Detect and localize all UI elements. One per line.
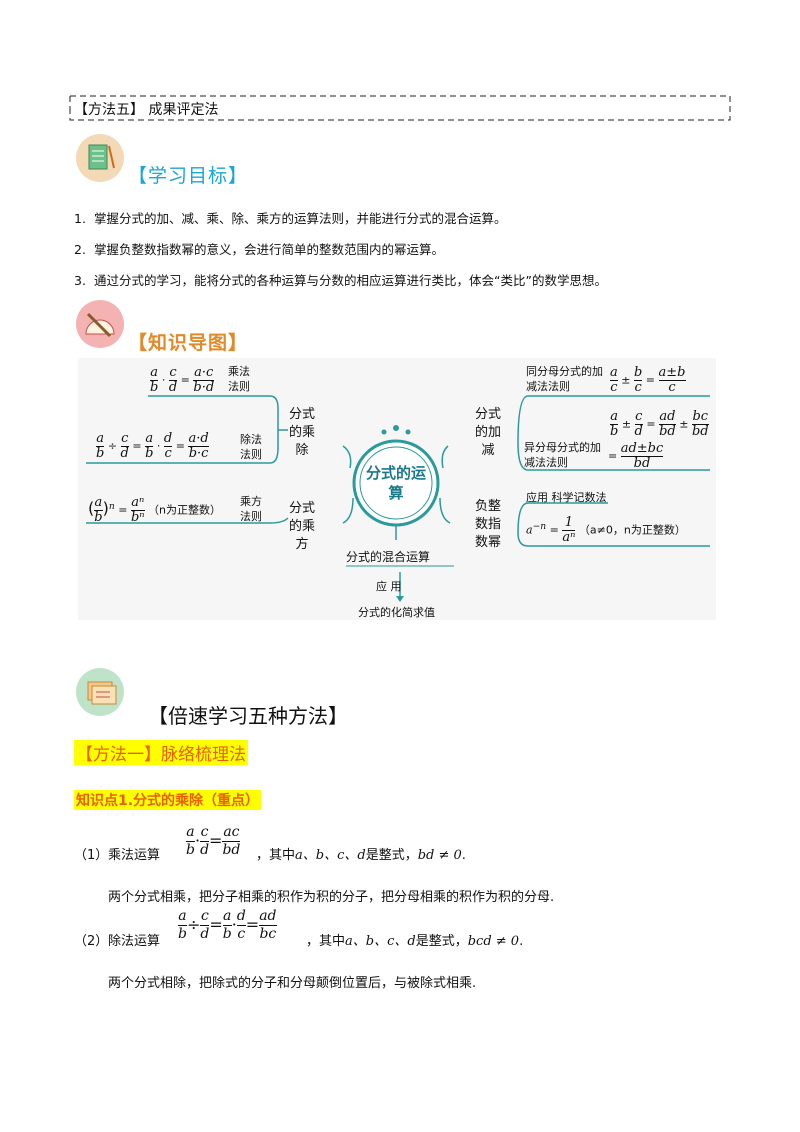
mixed-operations: 分式的混合运算 — [346, 550, 431, 564]
center-topic: 分式的运算 — [366, 464, 427, 502]
item-description: 两个分式相乘，把分子相乘的积作为积的分子，把分母相乘的积作为积的分母. — [108, 890, 555, 905]
item-description: 两个分式相除，把除式的分子和分母颠倒位置后，与被除式相乘. — [108, 976, 477, 991]
documents-icon — [87, 681, 117, 705]
method-one-heading: 【方法一】脉络梳理法 — [74, 740, 248, 765]
method-header-title: 【方法五】 成果评定法 — [74, 102, 219, 118]
apply-sci-notation: 应用 科学记数法 — [526, 491, 607, 504]
goal-item: 3.通过分式的学习，能将分式的各种运算与分数的相应运算进行类比，体会“类比”的数… — [74, 273, 607, 288]
knowledge-point-heading: 知识点1.分式的乘除（重点） — [74, 790, 262, 810]
branch-power: 分式的乘方 — [288, 501, 315, 552]
mindmap-lines — [86, 395, 710, 602]
goals-section-title: 【学习目标】 — [128, 165, 249, 187]
dashed-frame — [69, 95, 731, 121]
protractor-icon — [85, 312, 115, 338]
item-num: （1） — [74, 848, 109, 863]
ruler-protractor-icon — [76, 300, 124, 348]
item-label: 除法运算 — [108, 934, 161, 949]
item-label: 乘法运算 — [108, 848, 161, 863]
same-denom-rule: 同分母分式的加减法法则 — [526, 365, 603, 393]
method-header-box — [68, 94, 732, 122]
folder-icon — [76, 668, 124, 716]
branch-add-sub: 分式的加减 — [474, 407, 501, 458]
branch-neg-exponent: 负整数指数幂 — [474, 499, 501, 550]
branch-mul-div: 分式的乘除 — [288, 407, 315, 458]
map-section-title: 【知识导图】 — [128, 332, 249, 354]
goal-item: 1.掌握分式的加、减、乘、除、乘方的运算法则，并能进行分式的混合运算。 — [74, 211, 507, 226]
div-rule-label: 除法法则 — [240, 433, 262, 461]
apply-label: 应 用 — [376, 580, 402, 593]
diff-denom-rule: 异分母分式的加减法法则 — [524, 441, 601, 469]
item-condition: ，其中a、b、c、d是整式，bcd ≠ 0. — [306, 934, 524, 949]
simplify-evaluate: 分式的化简求值 — [358, 606, 435, 619]
mul-rule-label: 乘法法则 — [228, 365, 250, 393]
goal-item: 2.掌握负整数指数幂的意义，会进行简单的整数范围内的幂运算。 — [74, 242, 445, 257]
item-condition: ，其中a、b、c、d是整式，bd ≠ 0. — [256, 848, 466, 863]
methods-section-title: 【倍速学习五种方法】 — [148, 704, 348, 728]
pow-rule-label: 乘方法则 — [240, 495, 262, 523]
notebook-icon — [76, 134, 124, 182]
item-num: （2） — [74, 934, 109, 949]
notebook-pencil-icon — [88, 144, 115, 170]
